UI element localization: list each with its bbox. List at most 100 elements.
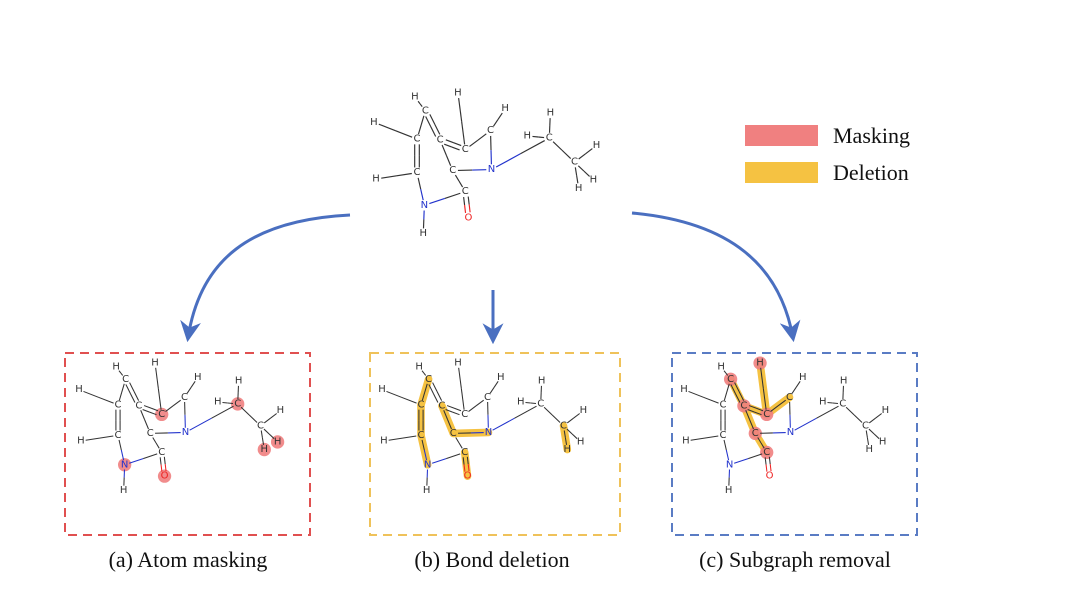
bond-line	[453, 407, 462, 412]
bond-line	[424, 383, 428, 393]
bond-line	[458, 98, 463, 122]
bond-line	[475, 399, 485, 407]
atom-label-c: C	[425, 374, 432, 385]
bond-line	[263, 417, 271, 424]
bond-line	[152, 437, 157, 444]
bond-line	[578, 153, 586, 160]
bond-line	[441, 144, 447, 156]
legend-deletion-swatch	[745, 162, 818, 183]
atom-label-h: H	[454, 358, 462, 369]
bond-line	[445, 408, 453, 413]
bond-line	[157, 388, 162, 410]
bond-line	[421, 370, 425, 374]
atom-label-n: N	[421, 200, 428, 211]
bond-line	[489, 387, 495, 394]
atom-label-c: C	[839, 398, 846, 409]
bond-line	[760, 442, 765, 449]
atom-label-h: H	[577, 436, 585, 447]
atom-label-c: C	[571, 157, 578, 168]
bond-line	[514, 405, 537, 419]
atom-label-c: C	[862, 420, 869, 431]
bond-line	[143, 453, 158, 460]
atom-label-c: C	[158, 447, 165, 458]
atom-label-c: C	[484, 392, 491, 403]
masked-atom-highlight	[760, 407, 774, 422]
bond-line	[492, 417, 515, 431]
bond-line	[451, 146, 460, 151]
bond-line	[142, 408, 150, 413]
bond-line	[458, 442, 463, 449]
atom-label-c: C	[462, 186, 469, 197]
masked-atom-highlight	[257, 442, 271, 457]
bond-line	[764, 457, 767, 465]
bond-line	[118, 391, 123, 401]
atom-label-c: C	[560, 420, 567, 431]
bond-line	[495, 153, 521, 168]
bond-line	[381, 175, 397, 179]
atom-label-c: C	[414, 167, 421, 178]
atom-label-c: C	[418, 399, 425, 410]
arrow-to-atom-masking	[180, 213, 351, 343]
bond-line	[423, 449, 428, 461]
bond-line	[240, 406, 250, 416]
bond-line	[726, 383, 730, 393]
bond-line	[865, 430, 868, 438]
bond-line	[118, 370, 122, 374]
bond-line	[566, 417, 574, 424]
bond-line	[868, 417, 876, 424]
bond-line	[444, 143, 453, 148]
bond-line	[396, 172, 412, 177]
atom-label-c: C	[740, 400, 747, 411]
bond-line	[866, 437, 870, 445]
bond-line	[574, 167, 578, 176]
masked-atom-highlight	[748, 426, 762, 441]
atom-label-c: C	[727, 374, 734, 385]
atom-label-h: H	[575, 183, 583, 194]
atom-label-c: C	[418, 430, 425, 441]
caption-atom-masking: (a) Atom masking	[109, 547, 268, 572]
bond-line	[538, 136, 545, 139]
atom-label-h: H	[235, 376, 243, 387]
bond-line	[128, 458, 144, 464]
atom-label-h: H	[411, 92, 419, 103]
bond-line	[444, 192, 461, 199]
atom-label-o: O	[766, 471, 774, 482]
atom-label-h: H	[497, 372, 505, 383]
bond-line	[791, 387, 797, 394]
bond-line	[738, 391, 745, 401]
atom-label-c: C	[438, 400, 445, 411]
bond-line	[172, 399, 182, 407]
bond-line	[563, 430, 566, 438]
atom-label-o: O	[465, 212, 473, 223]
bond-line	[445, 139, 454, 144]
atom-label-c: C	[461, 447, 468, 458]
bond-line	[768, 456, 771, 465]
bond-line	[757, 437, 762, 444]
bond-line	[745, 410, 751, 420]
bond-line	[121, 383, 125, 393]
bond-line	[417, 124, 422, 135]
atom-label-h: H	[593, 140, 601, 151]
bond-line	[429, 114, 436, 125]
atom-label-h: H	[882, 405, 890, 416]
bond-line	[733, 458, 749, 464]
bond-line	[875, 413, 882, 419]
bond-line	[99, 435, 114, 439]
bond-line	[165, 405, 174, 412]
bond-line	[263, 428, 270, 435]
bond-line	[144, 419, 149, 430]
bond-line	[120, 372, 124, 376]
legend-masking-swatch	[745, 125, 818, 146]
atom-label-c: C	[115, 430, 122, 441]
bond-line	[98, 396, 114, 404]
atom-label-h: H	[112, 361, 120, 372]
atom-label-h: H	[194, 372, 202, 383]
bond-line	[453, 142, 462, 147]
atom-label-c: C	[158, 409, 165, 420]
bond-line	[140, 410, 146, 420]
atom-label-h: H	[423, 485, 431, 496]
subgraph-removal-box	[671, 352, 918, 536]
atom-label-c: C	[122, 374, 129, 385]
